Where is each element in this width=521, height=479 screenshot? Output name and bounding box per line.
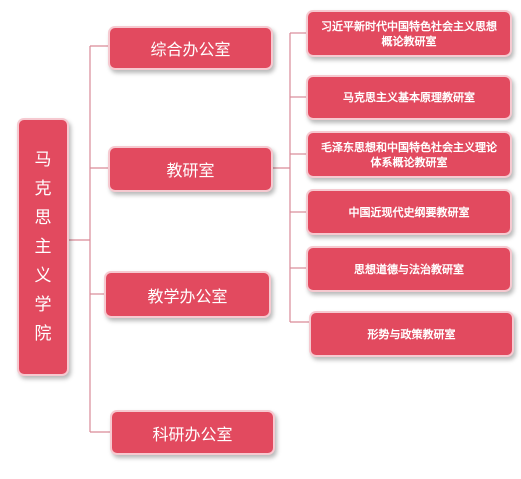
node-section-mao-thought: 毛泽东思想和中国特色社会主义理论体系概论教研室 [306, 131, 512, 178]
root-label: 马克思主义学院 [34, 149, 52, 344]
teaching-office-label: 教学办公室 [147, 286, 228, 306]
node-teaching-research: 教研室 [108, 146, 273, 192]
section-xi-thought-label: 习近平新时代中国特色社会主义思想概论教研室 [321, 19, 497, 48]
root-node-marxism-school: 马克思主义学院 [17, 118, 69, 376]
node-research-office: 科研办公室 [110, 410, 275, 455]
research-office-label: 科研办公室 [152, 424, 233, 444]
node-section-modern-history: 中国近现代史纲要教研室 [306, 189, 512, 235]
section-modern-history-label: 中国近现代史纲要教研室 [348, 205, 470, 219]
node-section-marxism-principles: 马克思主义基本原理教研室 [306, 75, 512, 120]
node-section-situation-policy: 形势与政策教研室 [309, 311, 514, 357]
section-mao-thought-label: 毛泽东思想和中国特色社会主义理论体系概论教研室 [321, 140, 497, 169]
node-general-office: 综合办公室 [108, 26, 273, 70]
section-marxism-principles-label: 马克思主义基本原理教研室 [343, 91, 475, 104]
node-section-morality-law: 思想道德与法治教研室 [306, 246, 512, 292]
node-teaching-office: 教学办公室 [104, 271, 271, 318]
section-morality-law-label: 思想道德与法治教研室 [354, 262, 464, 276]
general-office-label: 综合办公室 [150, 40, 231, 59]
node-section-xi-thought: 习近平新时代中国特色社会主义思想概论教研室 [306, 10, 512, 57]
teaching-research-label: 教研室 [166, 161, 215, 180]
section-situation-policy-label: 形势与政策教研室 [367, 327, 456, 341]
